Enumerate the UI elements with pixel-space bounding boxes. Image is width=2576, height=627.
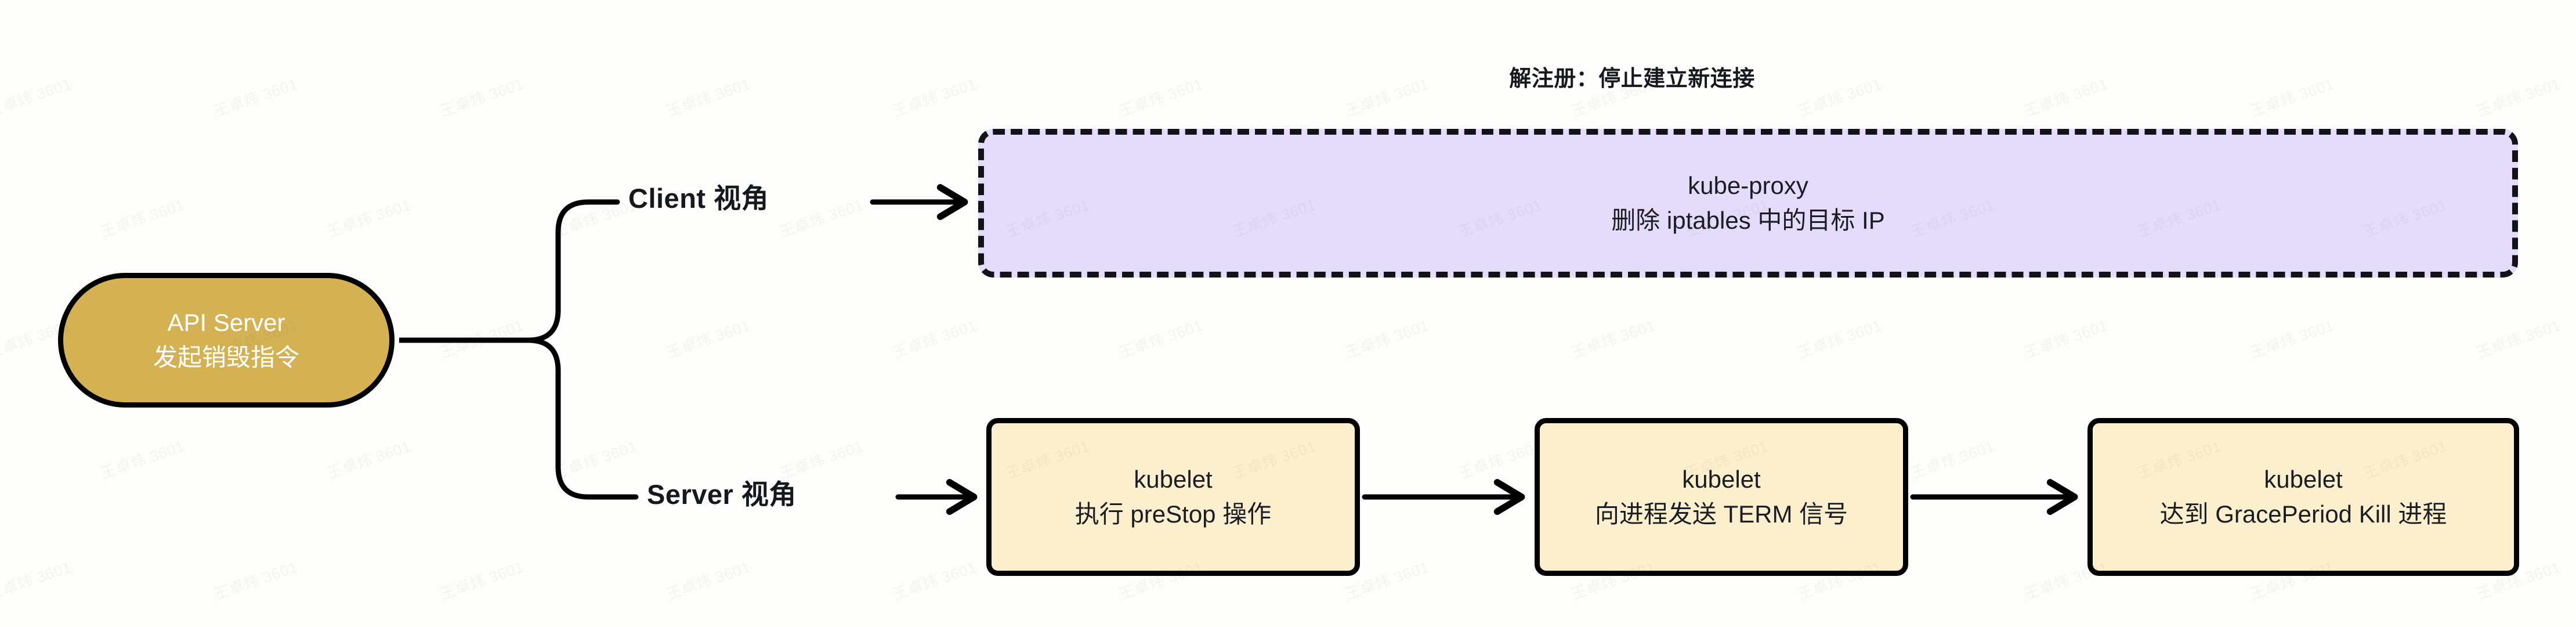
node-kube-proxy-title: kube-proxy bbox=[1688, 172, 1808, 200]
node-kubelet-term-signal-subtitle: 向进程发送 TERM 信号 bbox=[1594, 500, 1848, 528]
node-api-server-subtitle: 发起销毁指令 bbox=[153, 344, 299, 371]
node-kube-proxy-subtitle: 删除 iptables 中的目标 IP bbox=[1611, 207, 1885, 234]
node-kubelet-graceperiod-kill-subtitle: 达到 GracePeriod Kill 进程 bbox=[2159, 500, 2447, 528]
connector-fork-server bbox=[525, 337, 639, 500]
node-kubelet-graceperiod-kill[interactable]: kubelet 达到 GracePeriod Kill 进程 bbox=[2087, 418, 2519, 576]
node-kubelet-term-signal[interactable]: kubelet 向进程发送 TERM 信号 bbox=[1535, 418, 1908, 576]
node-api-server[interactable]: API Server 发起销毁指令 bbox=[58, 273, 395, 408]
node-kubelet-prestop-title: kubelet bbox=[1134, 466, 1213, 493]
node-kube-proxy[interactable]: kube-proxy 删除 iptables 中的目标 IP bbox=[978, 129, 2518, 278]
connector-fork-client bbox=[525, 199, 620, 343]
node-kubelet-graceperiod-kill-title: kubelet bbox=[2264, 466, 2343, 493]
branch-label-server: Server 视角 bbox=[647, 479, 797, 510]
node-kubelet-prestop-subtitle: 执行 preStop 操作 bbox=[1074, 500, 1272, 528]
node-kubelet-term-signal-title: kubelet bbox=[1682, 466, 1761, 493]
node-api-server-title: API Server bbox=[167, 309, 285, 337]
node-kubelet-prestop[interactable]: kubelet 执行 preStop 操作 bbox=[986, 418, 1360, 576]
deregistration-headline: 解注册：停止建立新连接 bbox=[1509, 67, 1755, 91]
branch-label-client: Client 视角 bbox=[628, 183, 769, 214]
